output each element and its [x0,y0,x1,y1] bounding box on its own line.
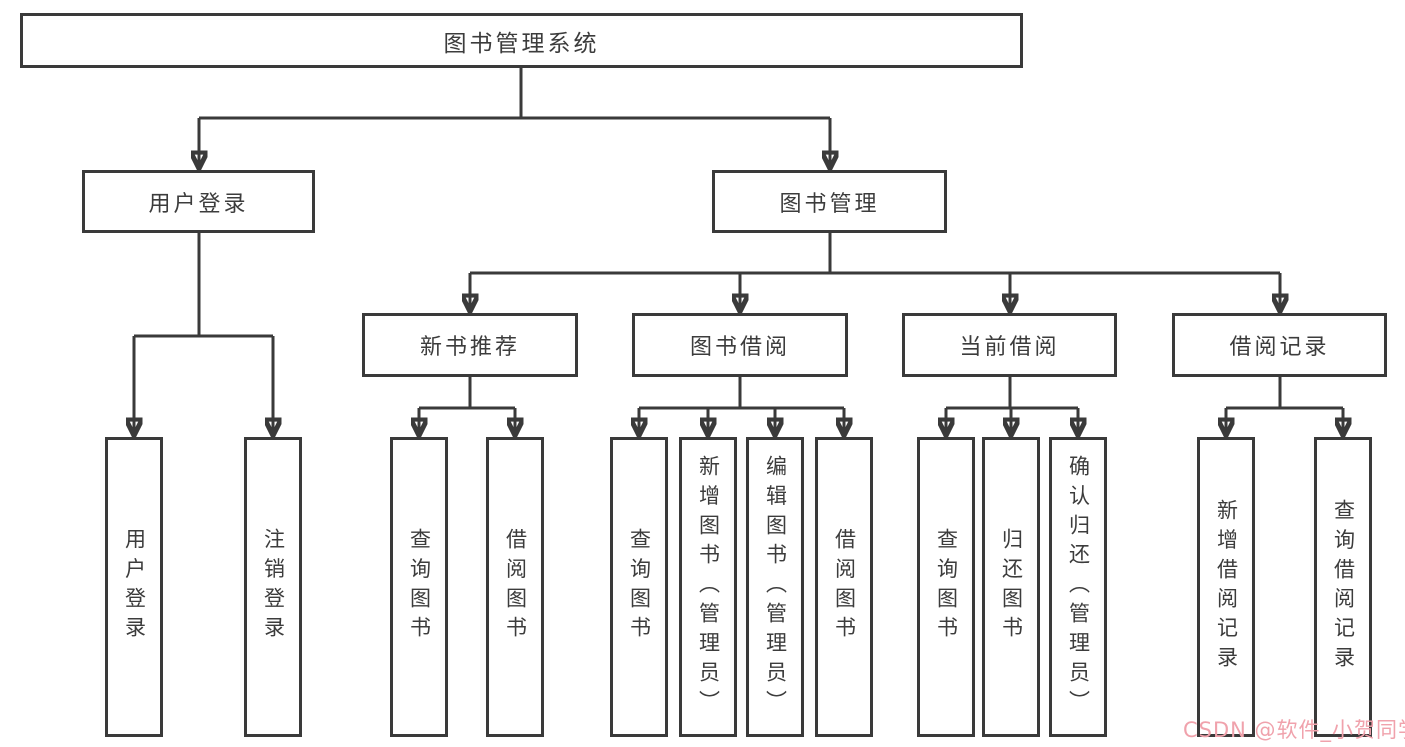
node-label: 借阅记录 [1229,335,1330,360]
leaf-confirm-return-admin: 确认归还（管理员） [1049,437,1107,737]
leaf-borrow-books-recommend: 借阅图书 [486,437,544,737]
leaf-user-login: 用户登录 [105,437,163,737]
watermark-text: CSDN @软件_小贺同学 [1183,718,1405,742]
leaf-label: 用户登录 [122,528,147,646]
node-new-book-recommendation: 新书推荐 [362,313,578,377]
leaf-label: 借阅图书 [832,528,857,646]
node-user-login: 用户登录 [82,170,315,233]
leaf-borrow-books-borrowing: 借阅图书 [815,437,873,737]
leaf-return-books: 归还图书 [982,437,1040,737]
leaf-query-books-recommend: 查询图书 [390,437,448,737]
leaf-label: 新增借阅记录 [1214,498,1239,676]
leaf-label: 确认归还（管理员） [1066,454,1091,720]
node-current-borrowing: 当前借阅 [902,313,1117,377]
node-label: 图书管理系统 [443,30,600,57]
leaf-label: 查询借阅记录 [1331,498,1356,676]
node-book-management: 图书管理 [712,170,947,233]
leaf-add-books-admin: 新增图书（管理员） [679,437,737,737]
leaf-query-books-current: 查询图书 [917,437,975,737]
leaf-label: 归还图书 [999,528,1024,646]
leaf-label: 查询图书 [934,528,959,646]
node-label: 用户登录 [148,191,249,217]
leaf-label: 查询图书 [627,528,652,646]
leaf-query-borrow-record: 查询借阅记录 [1314,437,1372,737]
leaf-logout: 注销登录 [244,437,302,737]
node-label: 新书推荐 [419,335,520,360]
leaf-edit-books-admin: 编辑图书（管理员） [746,437,804,737]
node-label: 图书管理 [779,191,880,217]
node-label: 当前借阅 [959,335,1060,360]
leaf-label: 编辑图书（管理员） [763,454,788,720]
node-label: 图书借阅 [689,335,790,360]
node-book-borrowing: 图书借阅 [632,313,848,377]
leaf-query-books-borrowing: 查询图书 [610,437,668,737]
leaf-label: 注销登录 [261,528,286,646]
node-borrowing-records: 借阅记录 [1172,313,1387,377]
leaf-add-borrow-record: 新增借阅记录 [1197,437,1255,737]
leaf-label: 查询图书 [407,528,432,646]
leaf-label: 借阅图书 [503,528,528,646]
node-library-management-system: 图书管理系统 [20,13,1023,68]
leaf-label: 新增图书（管理员） [696,454,721,720]
